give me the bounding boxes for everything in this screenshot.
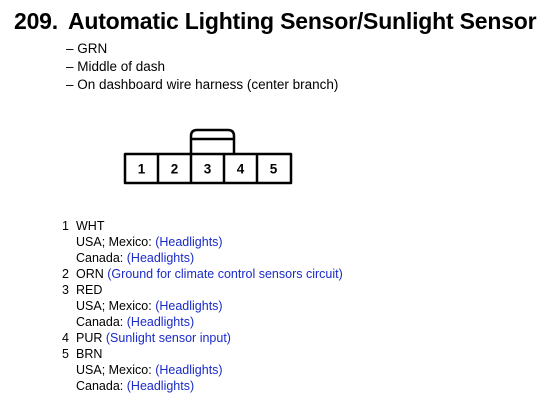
region-label: USA; Mexico: [76, 299, 152, 313]
wire-color: ORN [76, 267, 104, 281]
detail-color: – GRN [66, 41, 108, 56]
circuit-link[interactable]: (Headlights) [155, 235, 223, 249]
region-label: USA; Mexico: [76, 235, 152, 249]
circuit-link[interactable]: (Headlights) [126, 251, 195, 265]
connector-body [123, 152, 293, 185]
connector-pin-1: 1 [138, 162, 146, 177]
pin-item: 2 ORN (Ground for climate control sensor… [62, 266, 343, 282]
wire-color: PUR [76, 331, 103, 345]
connector-pin-2: 2 [171, 162, 179, 177]
pin-item: 1 WHT USA; Mexico: (Headlights) Canada: … [62, 218, 343, 266]
circuit-link[interactable]: (Headlights) [155, 299, 223, 313]
pin-list: 1 WHT USA; Mexico: (Headlights) Canada: … [62, 218, 343, 394]
wire-color: RED [76, 283, 103, 297]
pin-number: 3 [62, 283, 69, 297]
circuit-link[interactable]: (Headlights) [155, 363, 223, 377]
region-label: Canada: [76, 379, 124, 393]
page-title: 209. Automatic Lighting Sensor/Sunlight S… [14, 8, 537, 35]
detail-harness: – On dashboard wire harness (center bran… [66, 77, 339, 92]
region-label: Canada: [76, 315, 124, 329]
title-text: Automatic Lighting Sensor/Sunlight Senso… [67, 8, 537, 34]
pin-number: 5 [62, 347, 69, 361]
region-label: Canada: [76, 251, 124, 265]
pin-item: 4 PUR (Sunlight sensor input) [62, 330, 343, 346]
pin-number: 2 [62, 267, 69, 281]
wire-color: WHT [76, 219, 105, 233]
pin-number: 1 [62, 219, 69, 233]
connector-pin-3: 3 [204, 162, 212, 177]
circuit-link[interactable]: (Ground for climate control sensors circ… [107, 267, 343, 281]
connector-details: – GRN – Middle of dash – On dashboard wi… [66, 40, 338, 94]
circuit-link[interactable]: (Sunlight sensor input) [105, 331, 231, 345]
circuit-link[interactable]: (Headlights) [126, 315, 195, 329]
connector-pin-5: 5 [270, 162, 278, 177]
detail-location: – Middle of dash [66, 59, 166, 74]
connector-pin-4: 4 [237, 162, 245, 177]
pin-number: 4 [62, 331, 69, 345]
region-label: USA; Mexico: [76, 363, 152, 377]
pin-item: 3 RED USA; Mexico: (Headlights) Canada: … [62, 282, 343, 330]
title-number: 209. [14, 8, 58, 34]
connector-lock-tab [189, 128, 236, 154]
wire-color: BRN [76, 347, 103, 361]
circuit-link[interactable]: (Headlights) [126, 379, 195, 393]
pin-item: 5 BRN USA; Mexico: (Headlights) Canada: … [62, 346, 343, 394]
